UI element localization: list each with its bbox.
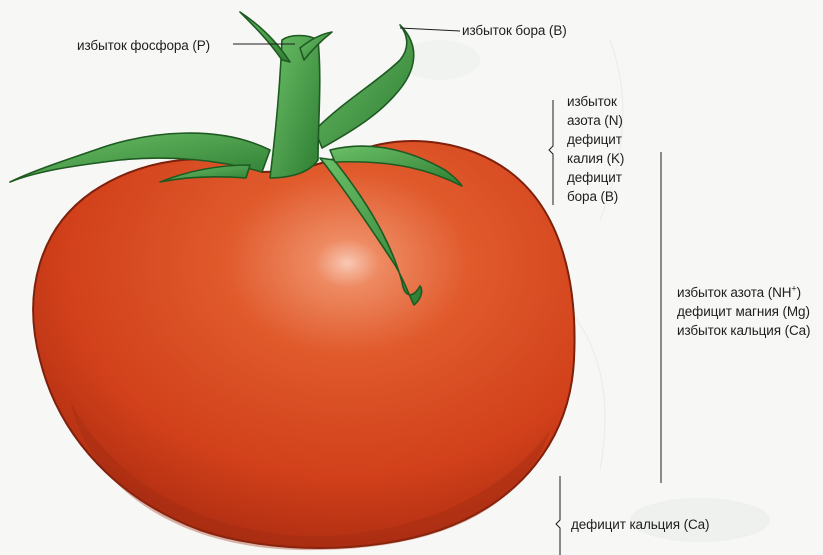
label-upper-line-6: бора (B) [567,187,624,206]
label-boron-excess: избыток бора (B) [462,21,567,40]
label-upper-line-3: дефицит [567,130,624,149]
label-middle-line-2: дефицит магния (Mg) [677,302,810,321]
leader-boron [400,28,460,31]
label-calcium-deficit: дефицит кальция (Ca) [571,515,709,534]
label-ammonium-suffix: ) [797,285,801,300]
label-middle-line-3: избыток кальция (Ca) [677,321,810,340]
label-group-upper: избыток азота (N) дефицит калия (K) дефи… [567,92,624,206]
label-upper-line-4: калия (K) [567,149,624,168]
bracket-upper [549,100,553,205]
label-phosphorus-excess: избыток фосфора (P) [77,36,210,55]
label-middle-line-1: избыток азота (NH+) [677,283,810,302]
label-group-middle: избыток азота (NH+) дефицит магния (Mg) … [677,283,810,340]
label-ammonium-prefix: избыток азота (NH [677,285,791,300]
label-upper-line-5: дефицит [567,168,624,187]
label-upper-line-1: избыток [567,92,624,111]
label-upper-line-2: азота (N) [567,111,624,130]
bracket-lower [556,476,560,555]
